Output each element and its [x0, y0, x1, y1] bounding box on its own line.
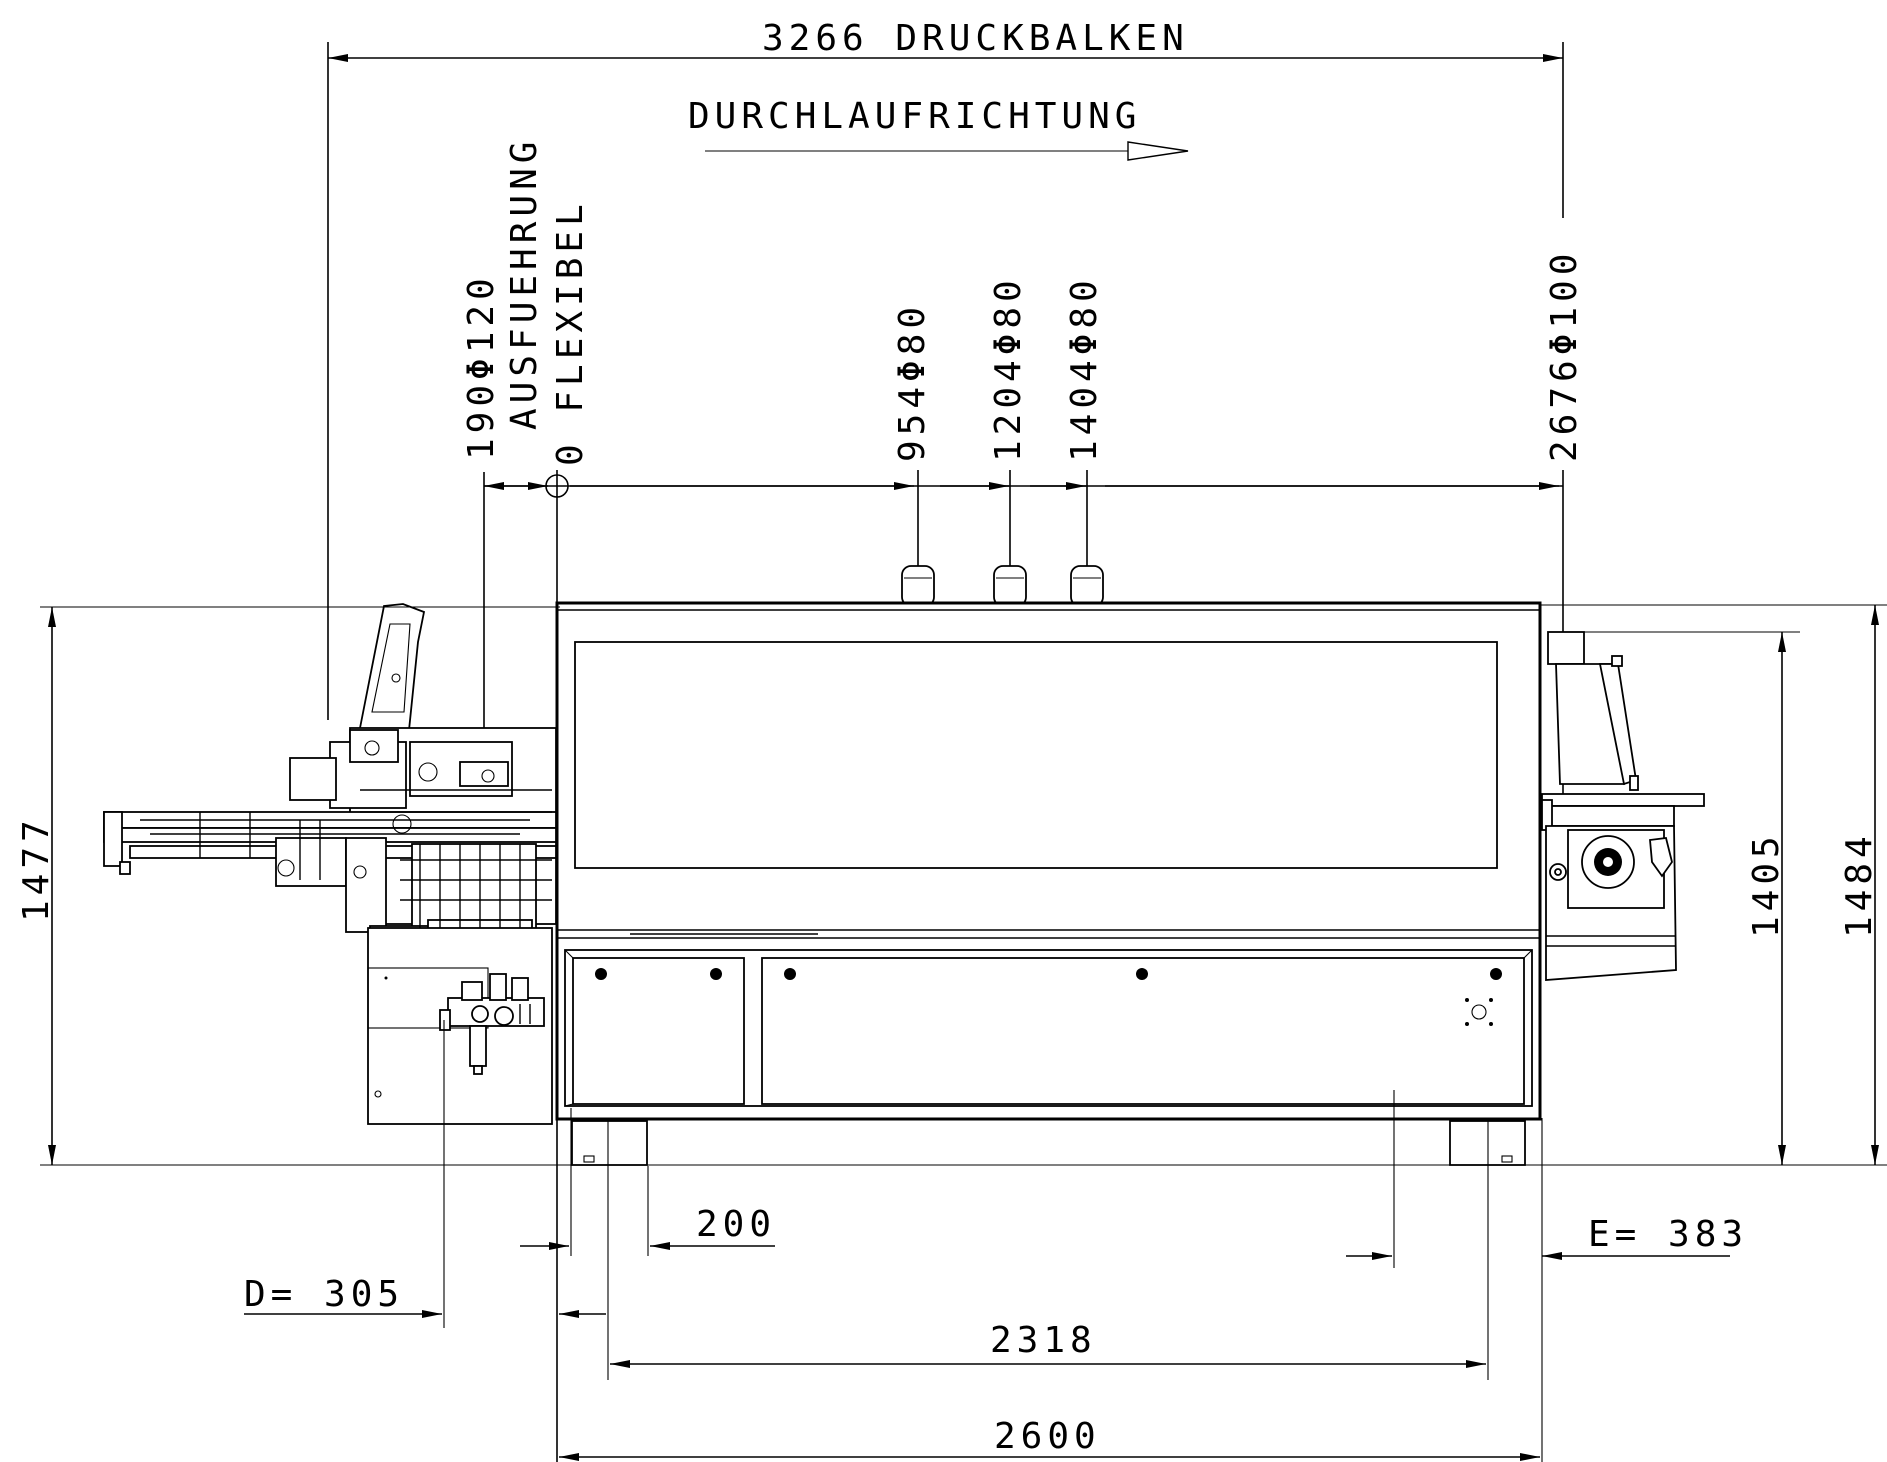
label-ausfuehrung: AUSFUEHRUNG [504, 137, 545, 430]
dim-d-305: D= 305 [244, 1020, 609, 1328]
lock-symbol-icon [1465, 998, 1493, 1026]
label-1404-80: 1404Φ80 [1064, 275, 1105, 462]
width-2318-label: 2318 [990, 1320, 1097, 1361]
label-954-80: 954Φ80 [892, 302, 933, 462]
base-door-left [572, 957, 745, 1105]
infeed-unit [103, 603, 557, 939]
dim-e-383: E= 383 [1346, 1090, 1748, 1462]
width-2600-label: 2600 [994, 1416, 1101, 1457]
nozzle-954 [901, 565, 935, 607]
nozzle-1404 [1070, 565, 1104, 607]
feed-direction: DURCHLAUFRICHTUNG [688, 96, 1189, 161]
vertical-labels: 190Φ120 AUSFUEHRUNG 0 FLEXIBEL 954Φ80 12… [461, 137, 1585, 466]
feed-arrow-icon [1127, 141, 1189, 161]
screw-icon [1136, 968, 1148, 980]
label-190-120: 190Φ120 [461, 273, 502, 460]
dim-2318: 2318 [607, 1318, 1489, 1380]
suction-nozzles [901, 565, 1104, 607]
height-1477-label: 1477 [16, 815, 57, 922]
screw-icon [1490, 968, 1502, 980]
screw-icon [595, 968, 607, 980]
dim-2600: 2600 [559, 1416, 1540, 1461]
left-cabinet [367, 927, 553, 1125]
feed-direction-label: DURCHLAUFRICHTUNG [688, 96, 1141, 137]
d-305-label: D= 305 [244, 1274, 404, 1315]
outfeed-unit [1541, 631, 1705, 981]
dim-200: 200 [520, 1108, 776, 1256]
dim-height-1484: 1484 [1540, 604, 1887, 1165]
air-unit-icon [439, 973, 545, 1075]
dim-druckbalken: 3266 DRUCKBALKEN [327, 18, 1564, 720]
height-1405-label: 1405 [1746, 831, 1787, 938]
label-2676-100: 2676Φ100 [1544, 249, 1585, 462]
machine-body [555, 601, 1542, 1166]
base-door-right [761, 957, 1525, 1105]
glue-unit [411, 843, 537, 931]
dim-height-1477: 1477 [16, 606, 1887, 1166]
screw-icon [784, 968, 796, 980]
nozzle-1204 [993, 565, 1027, 607]
foot-left [571, 1120, 648, 1166]
screw-icon [710, 968, 722, 980]
width-200-label: 200 [696, 1204, 776, 1245]
label-flexibel: 0 FLEXIBEL [550, 199, 591, 466]
label-1204-80: 1204Φ80 [988, 275, 1029, 462]
e-383-label: E= 383 [1588, 1214, 1748, 1255]
height-1484-label: 1484 [1839, 831, 1880, 938]
dim-height-1405: 1405 [1560, 631, 1800, 1165]
cover-panel [574, 641, 1498, 869]
druckbalken-label: 3266 DRUCKBALKEN [762, 18, 1189, 59]
